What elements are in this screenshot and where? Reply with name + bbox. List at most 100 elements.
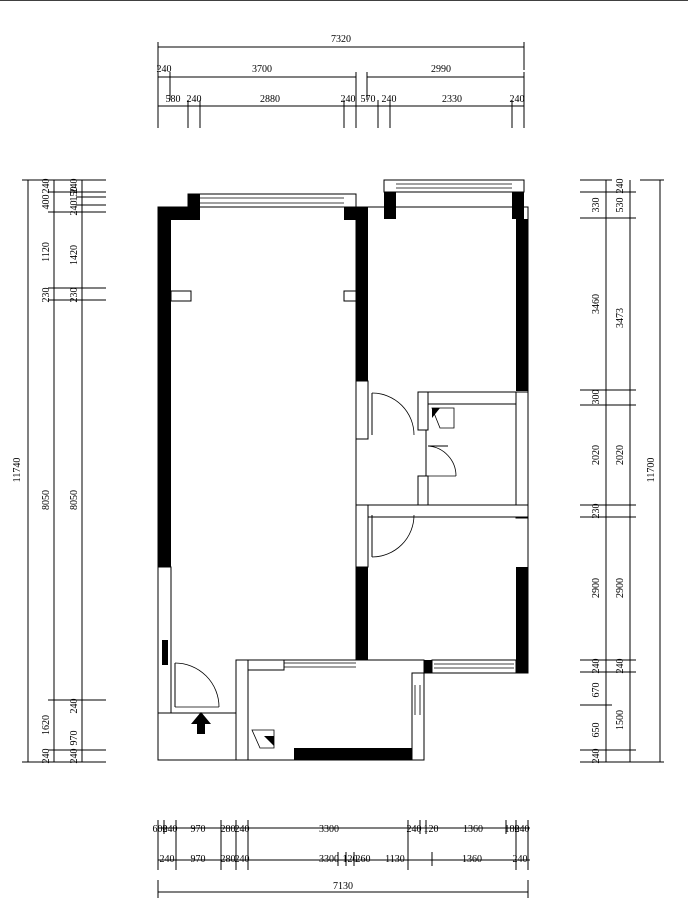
left-dimensions: 11740 240 400 1120 230 8050 1620 240 240… [12,179,106,764]
bottom-dim-2-6: 260 [356,854,371,865]
bedroom1-door[interactable] [371,392,415,436]
right-outer-dim-7: 670 [591,683,602,698]
living-stub-right [343,290,357,302]
toilet-fixture [431,407,455,429]
corridor-wall-lower [355,504,369,568]
corridor-wall-upper [355,380,369,440]
top-dim-3-3: 240 [341,94,356,105]
right-outer-dim-1: 3460 [591,294,602,314]
kitchen-left-wall [235,659,249,761]
bathroom [425,391,529,507]
bottom-dim-1-4: 240 [235,824,250,835]
kitchen-bottom-wall [294,748,412,760]
left-inner-dim-5: 8050 [69,490,80,510]
right-outer-dim-4: 230 [591,504,602,519]
top-dim-2-2: 2990 [431,64,451,75]
bottom-dimensions: 600 240 970 280 240 3300 240 120 1360 18… [153,820,530,898]
bottom-dim-1-2: 970 [191,824,206,835]
right-outer-dim-3: 2020 [591,445,602,465]
living-window [187,193,357,208]
bottom-dim-1-9: 180 [505,824,520,835]
top-dim-3-1: 240 [187,94,202,105]
top-dim-3-7: 240 [510,94,525,105]
right-inner-dim-3: 2020 [615,445,626,465]
kitchen-top-wall [247,659,285,671]
bedroom2-door[interactable] [371,514,415,558]
bottom-dim-1-7: 120 [424,824,439,835]
entry-door[interactable] [174,662,220,708]
left-outer-dim-2: 1120 [41,242,52,262]
plan-drawing [157,179,529,761]
entrance-arrow-icon [191,712,211,734]
bedroom2-left-wall [356,567,368,673]
kitchen-window [414,685,421,715]
bath-right-wall [515,391,529,519]
top-dim-3-6: 2330 [442,94,462,105]
right-outer-dim-0: 330 [591,198,602,213]
left-outer-dim-4: 8050 [41,490,52,510]
right-inner-dim-1: 530 [615,198,626,213]
living-stub-left [170,290,192,302]
bottom-total-dim: 7130 [333,881,353,892]
left-inner-dim-4: 230 [69,288,80,303]
bottom-dim-2-8: 1360 [462,854,482,865]
bottom-dim-2-2: 280 [221,854,236,865]
left-outer-dim-6: 240 [41,749,52,764]
right-inner-dim-4: 2900 [615,578,626,598]
right-outer-dim-2: 300 [591,390,602,405]
top-dim-3-5: 240 [382,94,397,105]
bottom-dim-2-7: 1130 [385,854,405,865]
left-inner-dim-6: 240 [69,699,80,714]
left-inner-dim-8: 240 [69,749,80,764]
left-inner-dim-2: 240 [69,201,80,216]
bottom-dim-1-3: 280 [221,824,236,835]
kitchen-fixture [251,729,275,749]
right-inner-dim-2: 3473 [615,308,626,328]
right-total-dim: 11700 [646,458,657,483]
right-outer-dim-8: 650 [591,723,602,738]
top-dim-3-0: 580 [166,94,181,105]
top-dim-2-0: 240 [157,64,172,75]
left-inner-dim-3: 1420 [69,245,80,265]
top-dimensions: 7320 240 3700 2990 580 240 2880 240 570 … [157,34,525,128]
right-inner-dim-5: 240 [615,659,626,674]
top-total-dim: 7320 [331,34,351,45]
bedroom1-right-wall [516,219,528,391]
wall-stub [162,640,168,665]
sliding-door [284,662,356,668]
bottom-dim-2-9: 240 [513,854,528,865]
bedroom2-window [431,659,517,674]
kitchen [235,659,425,761]
left-outer-dim-0: 240 [41,179,52,194]
bath-left-wall-lower [417,475,429,507]
bottom-dim-2-3: 240 [235,854,250,865]
living-left-wall [158,207,171,567]
bath-bottom-wall [367,504,529,518]
left-outer-dim-3: 230 [41,288,52,303]
left-inner-dim-7: 970 [69,731,80,746]
bedroom2-right-wall [516,567,528,673]
bottom-dim-1-8: 1360 [463,824,483,835]
left-total-dim: 11740 [12,458,23,483]
top-dim-3-2: 2880 [260,94,280,105]
left-inner-dim-1: 150 [69,187,80,202]
bottom-dim-2-5: 120 [343,854,358,865]
bottom-dim-1-6: 240 [407,824,422,835]
bottom-dim-1-1: 240 [163,824,178,835]
living-room [157,206,369,714]
right-dimensions: 330 3460 300 2020 230 2900 240 670 650 2… [580,179,664,764]
left-inner-dim-0: 240 [69,179,80,194]
left-outer-dim-5: 1620 [41,715,52,735]
bottom-dim-2-1: 970 [191,854,206,865]
kitchen-right-wall [411,672,425,761]
top-dim-2-1: 3700 [252,64,272,75]
right-outer-dim-5: 2900 [591,578,602,598]
bottom-dim-2-4: 3300 [319,854,339,865]
bathroom-door[interactable] [427,445,457,477]
right-outer-dim-9: 240 [591,749,602,764]
bedroom1-window [383,179,525,193]
bath-top-wall [417,391,529,405]
living-top-wall-left [158,207,200,220]
right-inner-dim-0: 240 [615,179,626,194]
